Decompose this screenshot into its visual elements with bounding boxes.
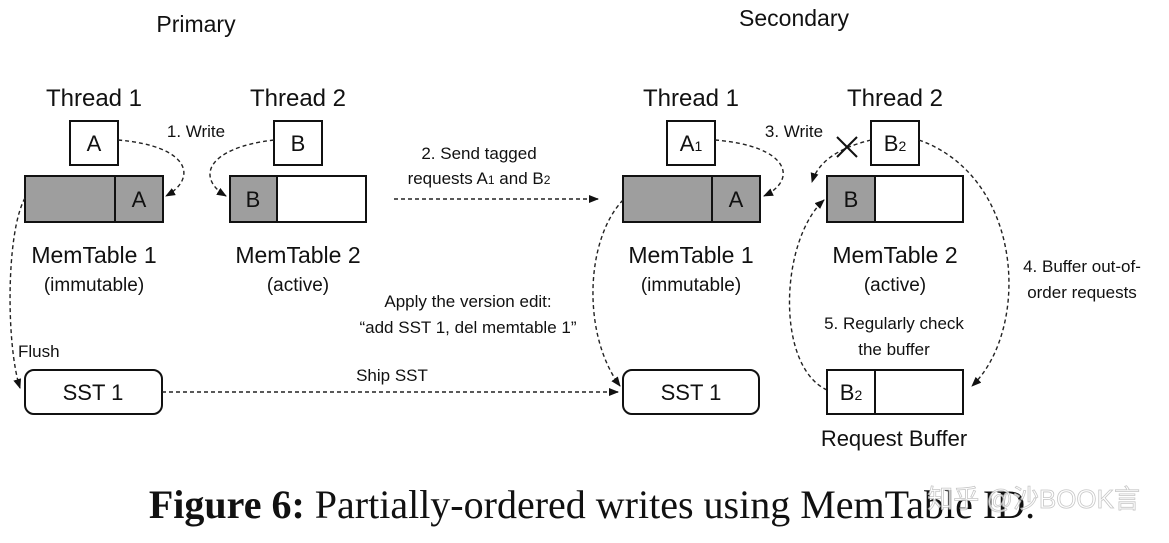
secondary-write-arrow-b-blocked [810,139,872,183]
caption-bold: Figure 6: [149,482,305,527]
secondary-memtable2-state: (active) [864,275,926,296]
secondary-request-b2-label: B2 [884,131,907,156]
secondary-memtable1-state: (immutable) [641,275,741,296]
buffer-arrow [918,139,1010,387]
secondary-write-arrow-a [714,139,784,197]
apply-version-edit-arrow [592,199,624,387]
primary-sst-label: SST 1 [63,380,124,405]
primary-request-a-label: A [87,131,102,156]
secondary-request-a1-box: A1 [666,120,716,166]
primary-memtable2-state: (active) [267,275,329,296]
primary-memtable1-entry: A [132,187,147,212]
primary-memtable2-entry: B [246,187,261,212]
primary-request-b-label: B [291,131,306,156]
primary-flush-label: Flush [18,342,60,361]
secondary-memtable2: B [826,175,964,223]
request-buffer: B2 [826,369,964,415]
check-buffer-arrow [788,199,828,391]
primary-thread1-label: Thread 1 [46,85,142,112]
secondary-memtable1: A [622,175,761,223]
ship-label: Ship SST [356,366,428,385]
figure-caption: Figure 6: Partially-ordered writes using… [149,482,1035,527]
apply-label-line2: “add SST 1, del memtable 1” [359,318,576,337]
secondary-memtable1-name: MemTable 1 [628,242,753,268]
apply-label-line1: Apply the version edit: [384,292,551,311]
secondary-memtable1-entry: A [729,187,744,212]
primary-memtable1: A [24,175,164,223]
secondary-sst-box: SST 1 [622,369,760,415]
primary-memtable2-name: MemTable 2 [235,242,360,268]
buffer-label-line1: 4. Buffer out-of- [1023,257,1141,276]
primary-write-label: 1. Write [167,122,225,141]
send-label-line1: 2. Send tagged [421,144,536,163]
check-label-line2: the buffer [858,340,930,359]
watermark: 知乎 @沙BOOK言 [927,484,1140,514]
primary-flush-arrow [9,197,26,389]
secondary-memtable2-entry: B [844,187,859,212]
secondary-write-label: 3. Write [765,122,823,141]
buffer-label-line2: order requests [1027,283,1137,302]
primary-thread2-label: Thread 2 [250,85,346,112]
secondary-thread1-label: Thread 1 [643,85,739,112]
request-buffer-label: Request Buffer [821,426,967,451]
secondary-memtable2-name: MemTable 2 [832,242,957,268]
secondary-request-b2-box: B2 [870,120,920,166]
primary-memtable2: B [229,175,367,223]
blocked-cross-icon [836,136,858,158]
primary-request-b-box: B [273,120,323,166]
primary-sst-box: SST 1 [24,369,163,415]
secondary-thread2-label: Thread 2 [847,85,943,112]
check-label-line1: 5. Regularly check [824,314,964,333]
primary-memtable1-name: MemTable 1 [31,242,156,268]
primary-request-a-box: A [69,120,119,166]
primary-write-arrow-a [117,139,185,197]
secondary-title: Secondary [739,5,849,31]
request-buffer-entry: B2 [840,380,863,405]
secondary-sst-label: SST 1 [661,380,722,405]
primary-memtable1-state: (immutable) [44,275,144,296]
primary-title: Primary [156,11,236,37]
send-label-line2: requests A1 and B2 [408,169,551,188]
caption-text: Partially-ordered writes using MemTable … [305,482,1035,527]
secondary-request-a1-label: A1 [680,131,703,156]
